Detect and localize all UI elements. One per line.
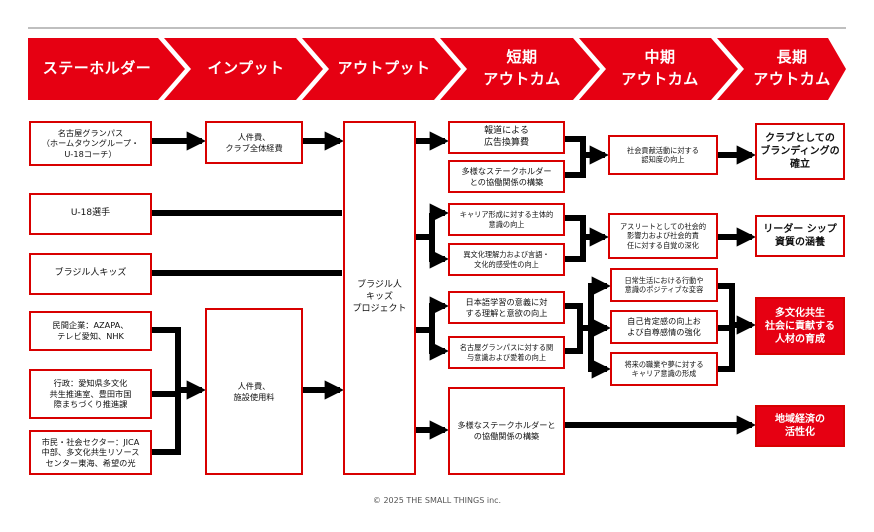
header-mid-outcome: 中期 アウトカム (621, 48, 699, 88)
input-staff-facility-costs: 人件費、 施設使用料 (205, 308, 303, 475)
mid-outcome-social-awareness: 社会貢献活動に対する 認知度の向上 (608, 135, 718, 175)
header-arrow-shape (302, 38, 461, 100)
header-arrow-band (28, 38, 846, 100)
short-outcome-media-value: 報道による 広告換算費 (448, 121, 565, 154)
short-outcome-grampus-attachment: 名古屋グランパスに対する関 与意識および愛着の向上 (448, 336, 565, 369)
header-output: アウトプット (337, 59, 431, 78)
header-arrow-shape (440, 38, 600, 100)
header-stakeholder: ステーホルダー (42, 59, 152, 78)
long-outcome-leadership: リーダー シップ 資質の涵養 (755, 215, 845, 257)
long-outcome-club-branding: クラブとしての ブランディングの 確立 (755, 123, 845, 180)
stakeholder-grampus: 名古屋グランパス （ホームタウングループ・ U-18コーチ） (29, 121, 152, 166)
long-outcome-multicultural-talent: 多文化共生 社会に貢献する 人材の育成 (755, 297, 845, 355)
stakeholder-u18: U-18選手 (29, 193, 152, 235)
mid-outcome-self-esteem: 自己肯定感の向上お よび自尊感情の強化 (610, 310, 718, 344)
mid-outcome-athlete-responsibility: アスリートとしての社会的 影響力および社会的責 任に対する自覚の深化 (608, 213, 718, 259)
header-arrow-shape (717, 38, 846, 100)
header-arrow-shape (28, 38, 185, 100)
header-long-outcome: 長期 アウトカム (753, 48, 831, 88)
stakeholder-gov: 行政：愛知県多文化 共生推進室、豊田市国 際まちづくり推進課 (29, 369, 152, 419)
short-outcome-stakeholder-collab-2: 多様なステークホルダーと の協働関係の構築 (448, 387, 565, 475)
input-staff-club-costs: 人件費、 クラブ全体経費 (205, 121, 303, 164)
mid-outcome-career-vision: 将来の職業や夢に対する キャリア意識の形成 (610, 352, 718, 386)
stakeholder-civic: 市民・社会セクター：JICA 中部、多文化共生リソース センター東海、希望の光 (29, 430, 152, 475)
header-arrow-shape (579, 38, 738, 100)
header-input: インプット (207, 59, 285, 78)
header-arrow-shape (164, 38, 323, 100)
short-outcome-cross-cultural: 異文化理解力および言語・ 文化的感受性の向上 (448, 243, 565, 276)
mid-outcome-behavior-change: 日常生活における行動や 意識のポジティブな変容 (610, 268, 718, 302)
long-outcome-regional-economy: 地域経済の 活性化 (755, 405, 845, 447)
top-divider (28, 27, 846, 29)
short-outcome-stakeholder-collab: 多様なステークホルダー との協働関係の構築 (448, 160, 565, 193)
output-brazil-kids-project: ブラジル人 キッズ プロジェクト (343, 121, 416, 475)
short-outcome-career-awareness: キャリア形成に対する主体的 意識の向上 (448, 203, 565, 236)
header-short-outcome: 短期 アウトカム (483, 48, 561, 88)
stakeholder-private: 民間企業：AZAPA、 テレビ愛知、NHK (29, 311, 152, 351)
short-outcome-japanese-learning: 日本語学習の意義に対 する理解と意欲の向上 (448, 291, 565, 324)
copyright-text: © 2025 THE SMALL THINGS inc. (372, 496, 502, 505)
stakeholder-kids: ブラジル人キッズ (29, 253, 152, 295)
